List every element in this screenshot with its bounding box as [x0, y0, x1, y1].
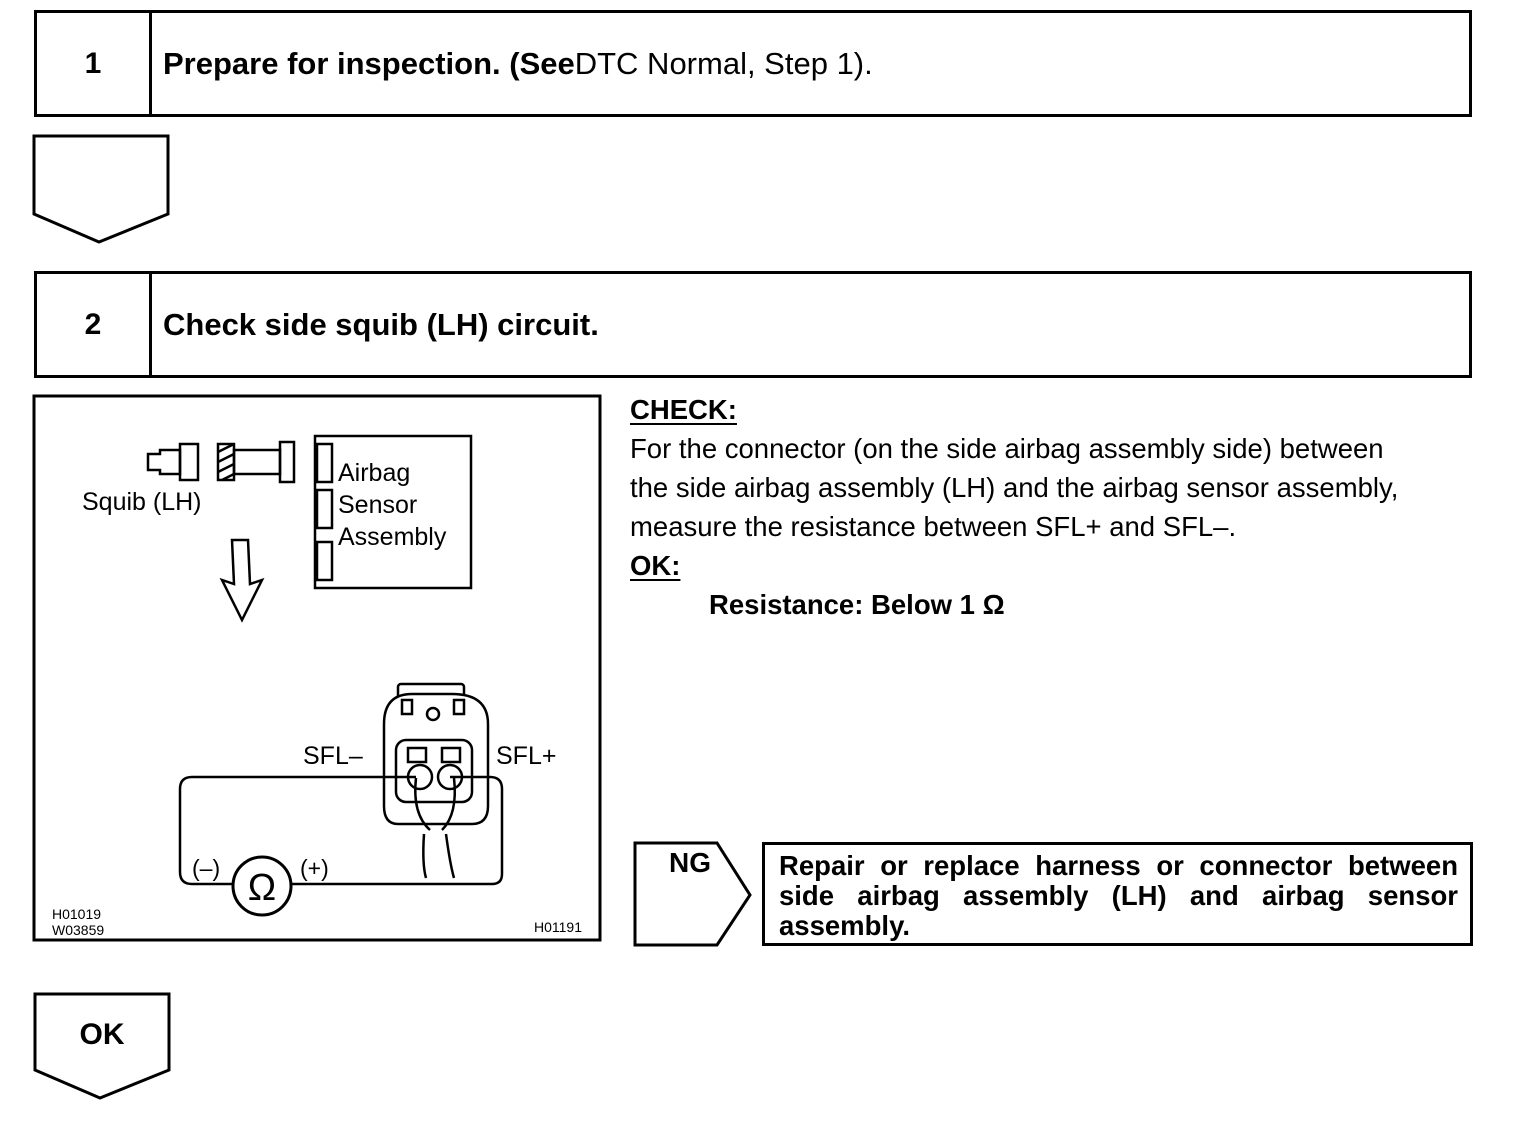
meter-lead-wire [178, 775, 504, 886]
step-1-title-bold: Prepare for inspection. (See [163, 45, 575, 81]
figure-code-2: W03859 [52, 922, 104, 938]
squib-label: Squib (LH) [82, 488, 202, 516]
step-1-number: 1 [37, 13, 152, 114]
sfl-plus-label: SFL+ [496, 742, 556, 770]
sfl-minus-label: SFL– [303, 742, 363, 770]
check-line-2: the side airbag assembly (LH) and the ai… [630, 472, 1399, 503]
ng-label: NG [669, 847, 711, 878]
figure-code-1: H01019 [52, 906, 101, 922]
airbag-sensor-box [313, 434, 473, 590]
ohmmeter-icon: Ω [231, 855, 293, 917]
figure-code-3: H01191 [534, 919, 582, 935]
step-2-number: 2 [37, 274, 152, 375]
ng-repair-message: Repair or replace harness or connector b… [762, 842, 1473, 946]
plus-label: (+) [300, 855, 329, 881]
ok-arrow-label: OK [80, 1018, 125, 1051]
check-heading: CHECK: [630, 394, 737, 425]
ohm-symbol: Ω [248, 867, 276, 909]
airbag-label-line-2: Sensor [338, 491, 417, 519]
flow-arrow-1 [32, 134, 170, 244]
step-2-title: Check side squib (LH) circuit. [163, 306, 599, 342]
down-arrow-icon [219, 538, 265, 623]
airbag-label-line-3: Assembly [338, 523, 447, 551]
minus-label: (–) [192, 855, 220, 881]
inspection-illustration: Squib (LH) Airbag Sensor Assembly Ω (–) … [32, 394, 602, 942]
ok-heading: OK: [630, 550, 681, 581]
check-line-1: For the connector (on the side airbag as… [630, 433, 1384, 464]
squib-connector-icon [146, 440, 296, 484]
resistance-spec: Resistance: Below 1 Ω [709, 589, 1005, 620]
connector-icon [382, 682, 490, 879]
step-1-title-rest: DTC Normal, Step 1). [574, 45, 873, 81]
ng-arrow: NG [633, 841, 752, 947]
step-2-box: 2 Check side squib (LH) circuit. [34, 271, 1472, 378]
check-line-3: measure the resistance between SFL+ and … [630, 511, 1237, 542]
step-1-box: 1 Prepare for inspection. (See DTC Norma… [34, 10, 1472, 117]
step-1-title: Prepare for inspection. (See DTC Normal,… [163, 13, 873, 114]
ok-arrow: OK [33, 992, 171, 1100]
airbag-label-line-1: Airbag [338, 459, 410, 487]
